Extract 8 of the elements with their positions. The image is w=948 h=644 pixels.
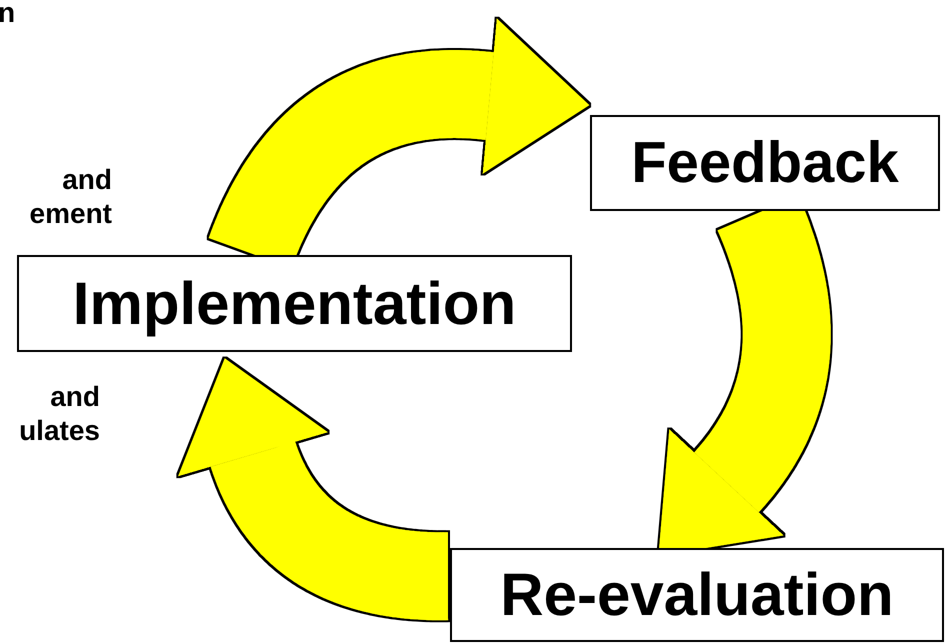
box-title: Feedback <box>631 134 899 192</box>
box-title: Re-evaluation <box>500 565 894 625</box>
label-box <box>450 548 944 642</box>
label-box <box>17 255 572 352</box>
text-fragment: n <box>0 0 16 30</box>
text-fragment: and ement <box>28 163 112 231</box>
label-box <box>590 115 940 211</box>
text-fragment: and ulates <box>18 380 100 448</box>
